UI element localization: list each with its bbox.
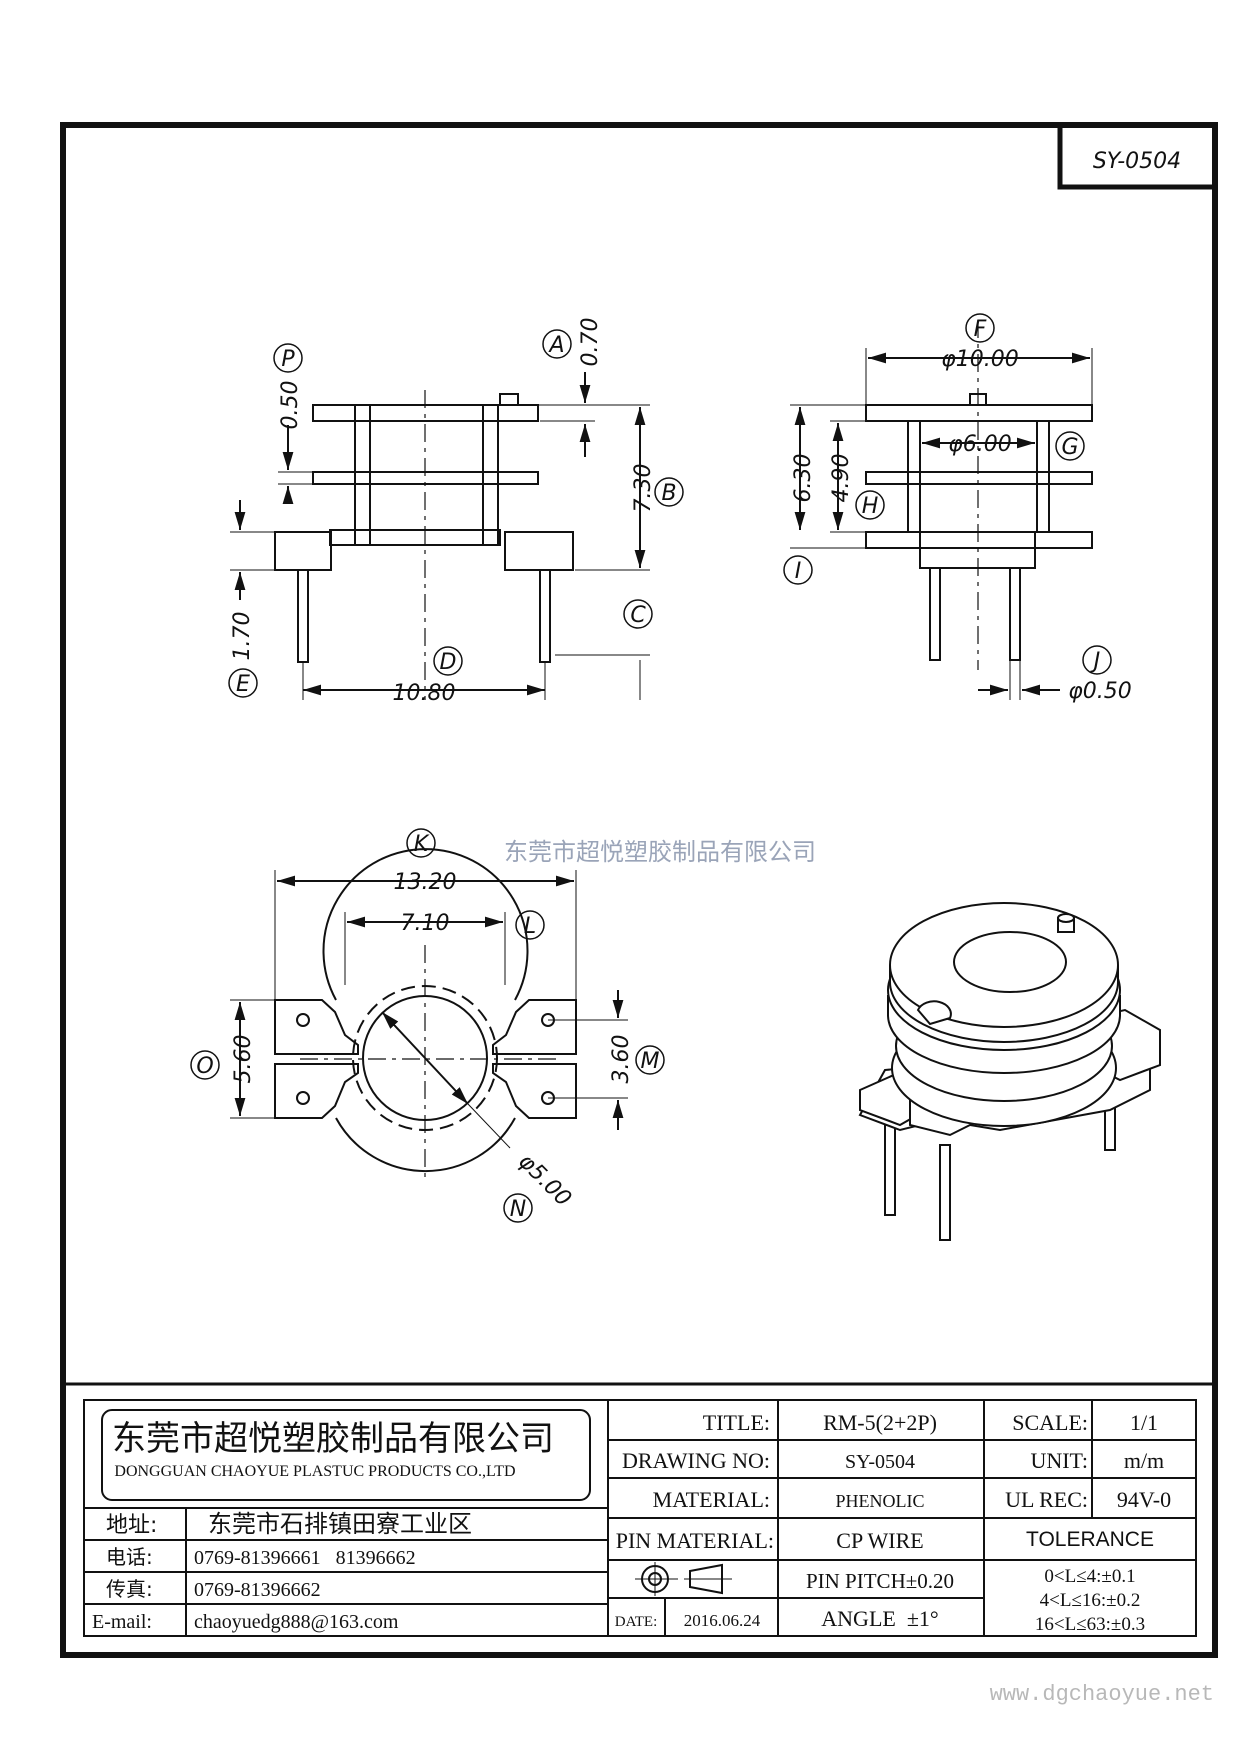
dim-D: 10.80 bbox=[393, 681, 456, 706]
front-view bbox=[230, 372, 650, 700]
fax-value: 0769-81396662 bbox=[194, 1579, 321, 1601]
date-value: 2016.06.24 bbox=[684, 1611, 761, 1630]
callout-M: M bbox=[641, 1049, 660, 1074]
dim-F: φ10.00 bbox=[941, 347, 1019, 372]
callout-B: B bbox=[661, 481, 676, 506]
callout-P: P bbox=[281, 347, 295, 372]
bottom-view-dimensions: 13.20 7.10 5.60 3.60 φ5.00 bbox=[231, 870, 634, 1212]
front-view-dimensions: 10.80 7.30 0.70 0.50 1.70 bbox=[230, 318, 656, 706]
callout-G: G bbox=[1061, 435, 1078, 460]
tolerance-line-1: 0<L≤4:±0.1 bbox=[1044, 1566, 1135, 1587]
dim-B: 7.30 bbox=[631, 464, 656, 513]
callout-J: J bbox=[1090, 649, 1101, 674]
email-value: chaoyuedg888@163.com bbox=[194, 1611, 399, 1633]
callout-N: N bbox=[510, 1197, 526, 1222]
dim-G: φ6.00 bbox=[948, 432, 1012, 457]
page-border bbox=[60, 122, 1218, 1658]
website: www.dgchaoyue.net bbox=[990, 1682, 1214, 1707]
side-view-callouts bbox=[783, 313, 1112, 675]
dim-C: 1.70 bbox=[230, 612, 255, 661]
fax-label: 传真: bbox=[106, 1577, 153, 1601]
dim-I: 6.30 bbox=[791, 454, 816, 503]
dim-P: 0.50 bbox=[278, 381, 303, 430]
pin-material-label: PIN MATERIAL: bbox=[616, 1528, 774, 1553]
isometric-view bbox=[858, 902, 1161, 1241]
material-label: MATERIAL: bbox=[653, 1487, 770, 1512]
dim-H: 4.90 bbox=[829, 454, 854, 503]
callout-I: I bbox=[795, 559, 802, 584]
scale-label: SCALE: bbox=[1012, 1410, 1088, 1435]
phone-label: 电话: bbox=[106, 1545, 153, 1569]
callout-D: D bbox=[440, 650, 457, 675]
address-value: 东莞市石排镇田寮工业区 bbox=[208, 1510, 472, 1538]
dim-L: 7.10 bbox=[401, 911, 450, 936]
callout-O: O bbox=[196, 1054, 213, 1079]
pin-material-value: CP WIRE bbox=[836, 1528, 923, 1553]
dim-J: φ0.50 bbox=[1068, 679, 1132, 704]
watermark: 东莞市超悦塑胶制品有限公司 bbox=[504, 838, 816, 866]
title-block bbox=[63, 1382, 1215, 1637]
drawing-no-label: DRAWING NO: bbox=[622, 1448, 770, 1473]
dim-K: 13.20 bbox=[394, 870, 457, 895]
title-block-text: 东莞市超悦塑胶制品有限公司 DONGGUAN CHAOYUE PLASTUC P… bbox=[92, 1410, 1171, 1635]
side-view-dimensions: φ10.00 φ6.00 6.30 4.90 φ0.50 bbox=[791, 347, 1132, 704]
title-value: RM-5(2+2P) bbox=[823, 1410, 937, 1435]
tolerance-label: TOLERANCE bbox=[1026, 1528, 1154, 1551]
bottom-view-callouts bbox=[190, 828, 665, 1223]
callout-A: A bbox=[547, 333, 564, 358]
drawing-code-box bbox=[1057, 122, 1218, 190]
pin-pitch: PIN PITCH±0.20 bbox=[806, 1569, 954, 1593]
tolerance-line-3: 16<L≤63:±0.3 bbox=[1035, 1614, 1145, 1635]
phone-value: 0769-81396661 81396662 bbox=[194, 1547, 416, 1569]
side-view bbox=[790, 320, 1093, 700]
ul-value: 94V-0 bbox=[1117, 1487, 1171, 1512]
company-name-en: DONGGUAN CHAOYUE PLASTUC PRODUCTS CO.,LT… bbox=[114, 1463, 515, 1480]
callout-K: K bbox=[414, 832, 430, 857]
callout-E: E bbox=[236, 672, 250, 697]
dim-A: 0.70 bbox=[578, 318, 603, 367]
title-label: TITLE: bbox=[703, 1410, 770, 1435]
bottom-view bbox=[230, 848, 628, 1180]
address-label: 地址: bbox=[106, 1513, 157, 1538]
ul-label: UL REC: bbox=[1005, 1487, 1088, 1512]
company-name-cn: 东莞市超悦塑胶制品有限公司 bbox=[112, 1419, 554, 1459]
callout-H: H bbox=[862, 494, 879, 519]
drawing-code: SY-0504 bbox=[1093, 149, 1181, 174]
tolerance-line-2: 4<L≤16:±0.2 bbox=[1040, 1590, 1141, 1611]
drawing-no-value: SY-0504 bbox=[845, 1451, 915, 1473]
dim-M: 3.60 bbox=[609, 1035, 634, 1084]
email-label: E-mail: bbox=[92, 1611, 152, 1633]
scale-value: 1/1 bbox=[1130, 1410, 1158, 1435]
material-value: PHENOLIC bbox=[836, 1491, 925, 1511]
callout-F: F bbox=[974, 317, 987, 342]
angle: ANGLE ±1° bbox=[821, 1606, 938, 1631]
callout-C: C bbox=[630, 603, 646, 628]
unit-label: UNIT: bbox=[1030, 1448, 1088, 1473]
front-view-callouts bbox=[228, 329, 684, 698]
date-label: DATE: bbox=[615, 1614, 658, 1630]
unit-value: m/m bbox=[1124, 1448, 1164, 1473]
callout-L: L bbox=[524, 914, 536, 939]
dim-O: 5.60 bbox=[231, 1035, 256, 1084]
